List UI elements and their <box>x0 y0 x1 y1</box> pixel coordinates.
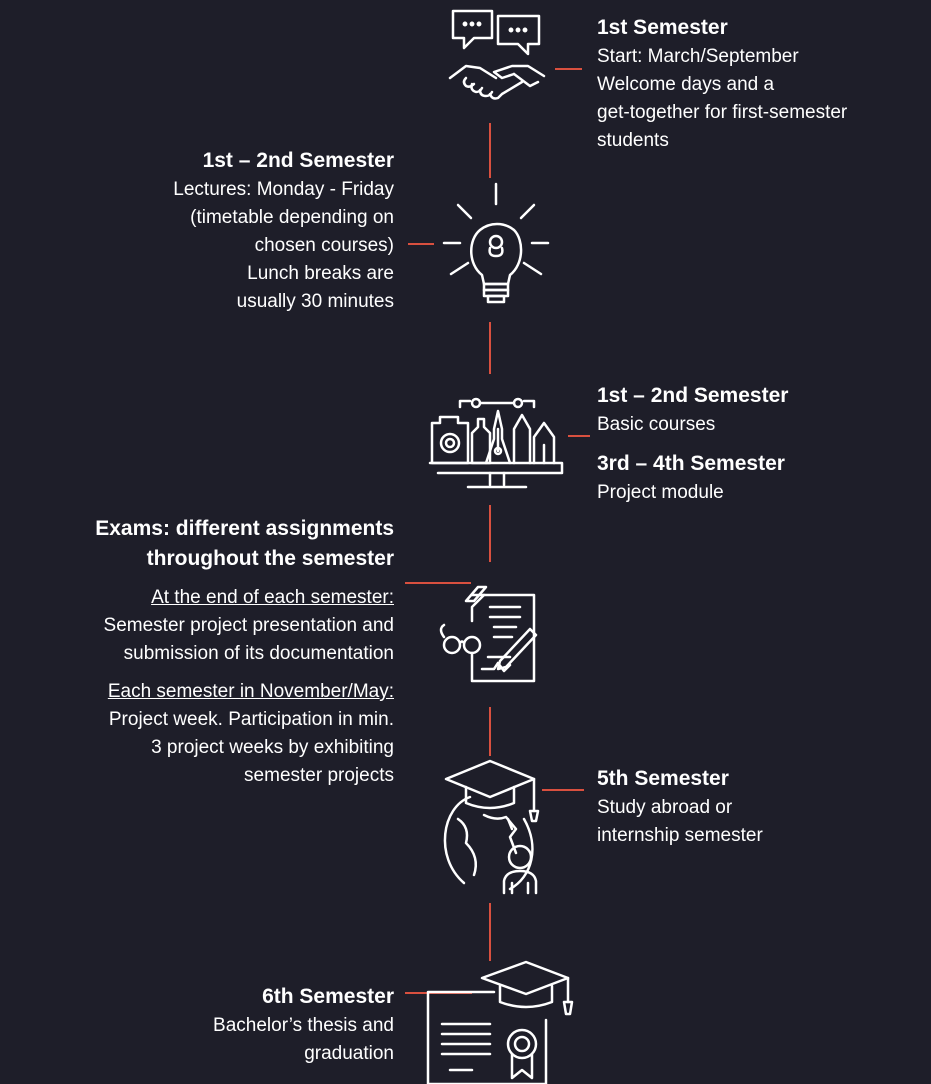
stage4-text: Exams: different assignments throughout … <box>0 514 394 790</box>
stage4-line-b: Project week. Participation in min. <box>108 709 394 730</box>
stage1-line: Welcome days and a <box>597 74 775 95</box>
stage5-heading: 5th Semester <box>597 767 729 790</box>
stage3-heading-a: 1st – 2nd Semester <box>597 384 789 407</box>
stage6-line: graduation <box>304 1043 394 1064</box>
stage6-heading: 6th Semester <box>262 985 394 1008</box>
stage2-line: Lectures: Monday - Friday <box>173 179 394 200</box>
stage3-text-a: Basic courses <box>597 414 716 435</box>
stage4-line-b: 3 project weeks by exhibiting <box>151 737 394 758</box>
lightbulb-icon <box>442 180 550 306</box>
stage3-heading-b: 3rd – 4th Semester <box>597 452 785 475</box>
timeline-segment <box>489 505 491 562</box>
connector-stage2 <box>408 243 434 245</box>
stage2-text: 1st – 2nd Semester Lectures: Monday - Fr… <box>40 146 394 316</box>
stage3-text-b: Project module <box>597 482 724 503</box>
graduate-globe-icon <box>436 757 546 897</box>
stage6-line: Bachelor’s thesis and <box>213 1015 394 1036</box>
stage4-line-b: semester projects <box>244 765 394 786</box>
stage2-line: Lunch breaks are <box>247 263 394 284</box>
design-tools-monitor-icon <box>428 393 564 493</box>
stage4-subheading-b: Each semester in November/May: <box>107 681 394 702</box>
stage6-text: 6th Semester Bachelor’s thesis and gradu… <box>40 982 394 1068</box>
stage4-subheading-a: At the end of each semester: <box>151 587 394 608</box>
stage4-line-a: submission of its documentation <box>123 643 394 664</box>
exam-document-icon <box>438 585 542 689</box>
stage2-line: (timetable depending on <box>190 207 394 228</box>
timeline-segment <box>489 123 491 178</box>
timeline-segment <box>489 322 491 374</box>
diploma-icon <box>426 960 576 1084</box>
stage3-text: 1st – 2nd Semester Basic courses 3rd – 4… <box>597 381 788 507</box>
stage1-line: Start: March/September <box>597 46 799 67</box>
stage5-text: 5th Semester Study abroad or internship … <box>597 764 763 850</box>
stage1-line: students <box>597 130 669 151</box>
stage1-text: 1st Semester Start: March/September Welc… <box>597 13 847 155</box>
stage2-line: chosen courses) <box>254 235 394 256</box>
stage4-heading: Exams: different assignments <box>95 517 394 540</box>
stage5-line: internship semester <box>597 825 763 846</box>
connector-stage3 <box>568 435 590 437</box>
stage4-line-a: Semester project presentation and <box>103 615 394 636</box>
stage5-line: Study abroad or <box>597 797 733 818</box>
stage1-line: get-together for first-semester <box>597 102 848 123</box>
timeline-segment <box>489 707 491 756</box>
stage2-heading: 1st – 2nd Semester <box>202 149 394 172</box>
connector-stage4 <box>405 582 471 584</box>
stage4-heading: throughout the semester <box>146 547 394 570</box>
stage1-heading: 1st Semester <box>597 16 728 39</box>
handshake-chat-icon <box>448 8 546 108</box>
connector-stage1 <box>555 68 582 70</box>
stage2-line: usually 30 minutes <box>236 291 394 312</box>
connector-stage5 <box>542 789 584 791</box>
timeline-segment <box>489 903 491 961</box>
